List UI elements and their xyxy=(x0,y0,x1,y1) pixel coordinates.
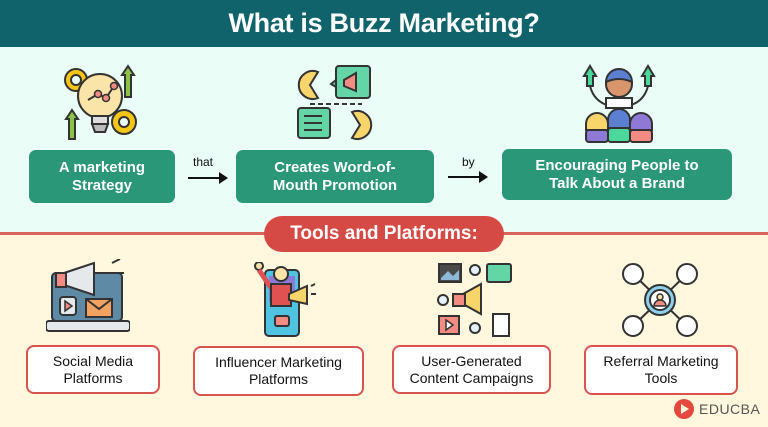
educba-logo-text: EDUCBA xyxy=(699,401,761,417)
influencer-phone-icon xyxy=(254,262,316,337)
educba-logo: EDUCBA xyxy=(673,398,760,420)
educba-logo-icon xyxy=(674,399,694,419)
content-megaphone-network-icon xyxy=(437,263,512,337)
header-banner: What is Buzz Marketing? xyxy=(0,0,768,47)
tool-user-generated-content: User-Generated Content Campaigns xyxy=(392,345,551,394)
laptop-megaphone-icon xyxy=(46,259,130,332)
connector-by: by xyxy=(462,155,475,169)
arrow-right-icon xyxy=(448,171,488,183)
tool-influencer-marketing-platforms: Influencer Marketing Platforms xyxy=(193,346,364,396)
tool-social-media-platforms: Social Media Platforms xyxy=(26,345,160,394)
tools-section-title: Tools and Platforms: xyxy=(264,216,504,252)
connector-that: that xyxy=(193,155,214,169)
arrow-right-icon xyxy=(188,172,228,184)
step-word-of-mouth: Creates Word-of- Mouth Promotion xyxy=(236,150,434,203)
word-of-mouth-chat-icon xyxy=(297,65,373,140)
tool-referral-marketing: Referral Marketing Tools xyxy=(584,345,738,395)
people-audience-icon xyxy=(582,64,656,143)
lightbulb-gears-growth-icon xyxy=(64,64,137,140)
referral-network-icon xyxy=(622,263,698,337)
step-encouraging-people: Encouraging People to Talk About a Brand xyxy=(502,149,732,200)
step-marketing-strategy: A marketing Strategy xyxy=(29,150,175,203)
page-title: What is Buzz Marketing? xyxy=(228,8,540,38)
